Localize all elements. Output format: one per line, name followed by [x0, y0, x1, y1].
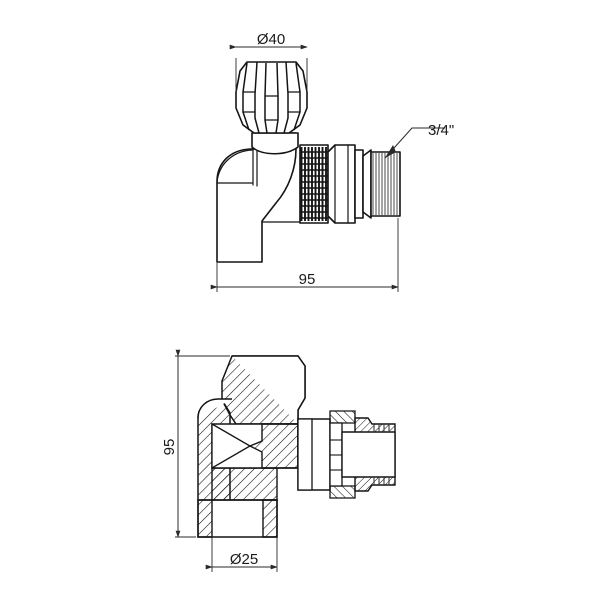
dimension-length-95: 95 [210, 218, 399, 292]
thread-bore [341, 431, 396, 478]
leader-arrowhead [385, 145, 396, 158]
dimension-dia25: Ø25 [205, 538, 278, 572]
union-nut-section [297, 410, 356, 499]
body-base-section [197, 467, 278, 538]
dimension-height-95: 95 [161, 349, 230, 538]
knurled-nut-elevation [299, 144, 329, 224]
dimension-label-height-95: 95 [161, 439, 178, 456]
elevation-view: Ø40 3/4" 95 [210, 31, 454, 292]
dimension-label-thread-34: 3/4" [428, 122, 454, 139]
male-thread-section [341, 417, 396, 492]
base-right-wall [262, 499, 278, 538]
section-view: 95 Ø25 [161, 349, 396, 572]
body-wall-section [197, 398, 232, 419]
male-thread-elevation [370, 151, 401, 217]
knurl-rings [300, 151, 328, 219]
union-shoulder-top [329, 410, 356, 424]
thread-collar-elevation [354, 149, 372, 219]
thread-crest-lines [373, 424, 390, 485]
base-plate [211, 467, 278, 501]
dimension-label-length-95: 95 [299, 271, 316, 288]
passage-cone-left [211, 422, 252, 470]
knurl-texture [300, 147, 327, 221]
flow-passage-section [211, 422, 299, 470]
handwheel-section [221, 355, 306, 425]
handwheel-elevation [235, 61, 308, 134]
thread-texture [372, 153, 398, 215]
dimension-label-dia25: Ø25 [230, 551, 258, 568]
dimension-dia40: Ø40 [229, 31, 308, 92]
dimension-thread-34: 3/4" [384, 122, 454, 159]
dimension-label-dia40: Ø40 [257, 31, 285, 48]
union-inner [297, 418, 313, 491]
base-left-wall [197, 499, 213, 538]
valve-bonnet-elevation [251, 132, 299, 155]
hex-nut-elevation [327, 144, 356, 224]
union-shoulder-bottom [329, 485, 356, 499]
